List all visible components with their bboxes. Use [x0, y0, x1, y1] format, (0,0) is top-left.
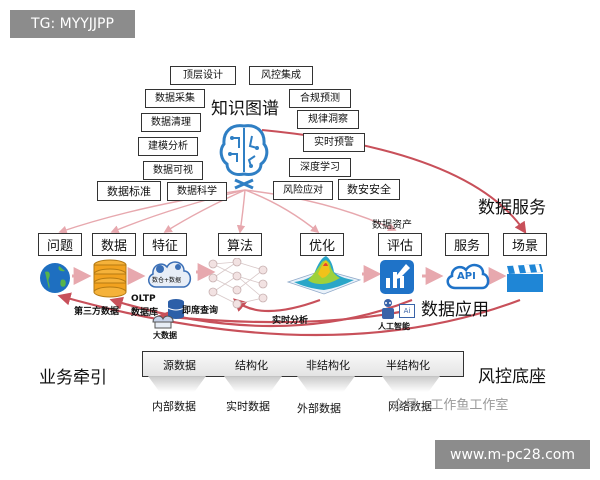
surface-plot-icon — [286, 256, 362, 295]
box-data-science: 数据科学 — [167, 182, 227, 201]
source-semistructured: 半结构化 — [386, 359, 430, 372]
stage-evaluate: 评估 — [378, 233, 422, 256]
api-label: API — [457, 271, 476, 282]
stage-optimize: 优化 — [300, 233, 344, 256]
data-source-bar: 源数据 结构化 非结构化 半结构化 — [142, 351, 464, 377]
adhoc-query-label: 即席查询 — [182, 306, 219, 316]
data-asset-label: 数据资产 — [372, 220, 412, 231]
business-driven-label: 业务牵引 — [39, 368, 107, 388]
watermark-tag: TG: MYYJJPP — [10, 10, 135, 38]
box-data-standard: 数据标准 — [97, 181, 161, 201]
source-unstructured: 非结构化 — [306, 359, 350, 372]
origin-internal: 内部数据 — [152, 400, 196, 413]
box-deep-learning: 深度学习 — [289, 158, 351, 177]
knowledge-graph-title: 知识图谱 — [211, 99, 279, 119]
box-data-visual: 数据可视 — [143, 161, 203, 180]
box-compliance-predict: 合规预测 — [289, 89, 351, 108]
source-fan-1 — [148, 376, 206, 392]
data-applications-label: 数据应用 — [421, 300, 489, 320]
big-data-label: 大数据 — [153, 331, 177, 340]
ai-label: 人工智能 — [378, 322, 410, 331]
source-structured: 结构化 — [235, 359, 268, 372]
box-data-collection: 数据采集 — [145, 89, 205, 108]
box-risk-integration: 风控集成 — [249, 66, 313, 85]
brain-icon — [219, 124, 269, 190]
stage-problem: 问题 — [38, 233, 82, 256]
box-top-design: 顶层设计 — [170, 66, 236, 85]
oltp-label: OLTP — [131, 294, 156, 304]
source-fan-2 — [224, 376, 282, 392]
ai-badge: Ai — [399, 304, 415, 318]
neural-network-icon — [208, 258, 268, 309]
origin-network: 网络数据 — [388, 400, 432, 413]
cloud-warehouse-icon — [148, 261, 192, 288]
box-data-cleaning: 数据清理 — [141, 113, 201, 132]
robot-icon — [382, 299, 394, 319]
source-raw: 源数据 — [163, 359, 196, 372]
box-pattern-insight: 规律洞察 — [297, 110, 359, 129]
stage-data: 数据 — [92, 233, 136, 256]
source-fan-3 — [297, 376, 355, 392]
watermark-url: www.m-pc28.com — [435, 440, 590, 469]
origin-external: 外部数据 — [297, 402, 341, 415]
origin-realtime: 实时数据 — [226, 400, 270, 413]
globe-icon — [40, 263, 70, 293]
database-label: 数据库 — [131, 308, 159, 318]
risk-foundation-label: 风控底座 — [478, 367, 546, 387]
stage-algorithm: 算法 — [218, 233, 262, 256]
watermark-wechat: 众号 · 工作鱼工作室 — [392, 398, 509, 413]
data-services-label: 数据服务 — [478, 198, 546, 218]
stage-scenario: 场景 — [503, 233, 547, 256]
big-data-icon — [152, 315, 174, 329]
stage-feature: 特征 — [143, 233, 187, 256]
clapperboard-icon — [507, 264, 543, 292]
source-fan-4 — [382, 376, 440, 392]
box-realtime-alert: 实时预警 — [303, 133, 365, 152]
box-data-security: 数安安全 — [338, 179, 400, 200]
third-party-data-label: 第三方数据 — [74, 307, 120, 317]
stage-service: 服务 — [445, 233, 489, 256]
realtime-analysis-label: 实时分析 — [272, 316, 309, 326]
database-icon — [93, 259, 127, 298]
warehouse-label: 数仓+数据 — [152, 277, 182, 284]
box-risk-response: 风险应对 — [273, 181, 333, 200]
box-modeling: 建模分析 — [138, 137, 198, 156]
api-cloud-icon — [446, 263, 490, 290]
tablet-chart-icon — [380, 260, 414, 294]
